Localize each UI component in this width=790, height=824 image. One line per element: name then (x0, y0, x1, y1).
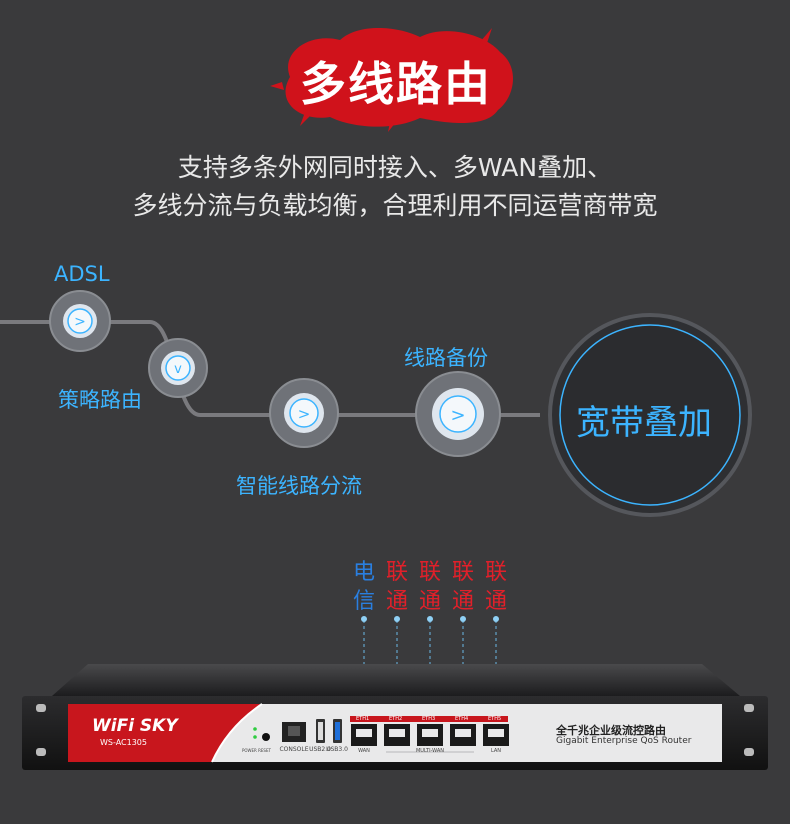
flow-node-adsl: > (49, 290, 111, 352)
usb1-port-label: USB2.0 (309, 746, 331, 753)
multi-wan-label: MULTI-WAN (415, 748, 445, 754)
carrier-unicom-top: 联 (484, 560, 507, 585)
carrier-telecom-top: 电 (352, 560, 375, 585)
wan-label: WAN (358, 748, 370, 754)
carrier-unicom-top: 联 (451, 560, 474, 585)
lan-label: LAN (490, 748, 502, 754)
product-name: 全千兆企业级流控路由 (556, 724, 666, 737)
subtitle-line-2: 多线分流与负载均衡，合理利用不同运营商带宽 (132, 191, 658, 220)
label-line-backup: 线路备份 (404, 346, 488, 370)
eth1-label: ETH1 (356, 716, 370, 722)
router-brand-logo: WiFi SKY (92, 716, 178, 736)
product-description: Gigabit Enterprise QoS Router (556, 736, 692, 746)
flow-node-policy: v (148, 338, 208, 398)
router-chassis (22, 664, 768, 770)
red-paint-splash (270, 27, 513, 132)
svg-text:v: v (174, 362, 182, 377)
carrier-unicom-bottom: 通 (451, 589, 474, 614)
usb2-port-label: USB3.0 (326, 746, 348, 753)
router-model: WS-AC1305 (100, 738, 147, 747)
eth5-label: ETH5 (488, 716, 502, 722)
flow-node-bandwidth (548, 313, 752, 517)
console-port-label: CONSOLE (279, 746, 309, 753)
eth-port-labels: ETH1 ETH2 ETH3 ETH4 ETH5 (350, 716, 510, 724)
svg-text:>: > (298, 405, 311, 423)
carrier-unicom-bottom: 通 (484, 589, 507, 614)
carrier-unicom-top: 联 (385, 560, 408, 585)
eth3-label: ETH3 (422, 716, 436, 722)
carrier-unicom-bottom: 通 (418, 589, 441, 614)
power-reset-label: POWER RESET (242, 748, 271, 753)
eth4-label: ETH4 (455, 716, 469, 722)
eth2-label: ETH2 (389, 716, 403, 722)
carrier-telecom: 电 信 (351, 558, 377, 616)
carrier-unicom-3: 联 通 (450, 558, 476, 616)
flow-node-backup: > (415, 371, 501, 457)
flow-node-split: > (269, 378, 339, 448)
label-adsl: ADSL (54, 262, 110, 286)
carrier-unicom-4: 联 通 (483, 558, 509, 616)
label-bandwidth-stack: 宽带叠加 (576, 403, 712, 443)
label-smart-split: 智能线路分流 (236, 474, 362, 498)
label-policy-routing: 策略路由 (58, 388, 142, 412)
page-title: 多线路由 (300, 57, 492, 111)
svg-text:>: > (450, 405, 465, 426)
carrier-unicom-2: 联 通 (417, 558, 443, 616)
flow-diagram: > v > > (0, 290, 752, 517)
svg-text:>: > (74, 314, 86, 330)
subtitle-line-1: 支持多条外网同时接入、多WAN叠加、 (177, 153, 613, 182)
carrier-unicom-1: 联 通 (384, 558, 410, 616)
carrier-unicom-top: 联 (418, 560, 441, 585)
carrier-telecom-bottom: 信 (352, 589, 375, 614)
carrier-unicom-bottom: 通 (385, 589, 408, 614)
